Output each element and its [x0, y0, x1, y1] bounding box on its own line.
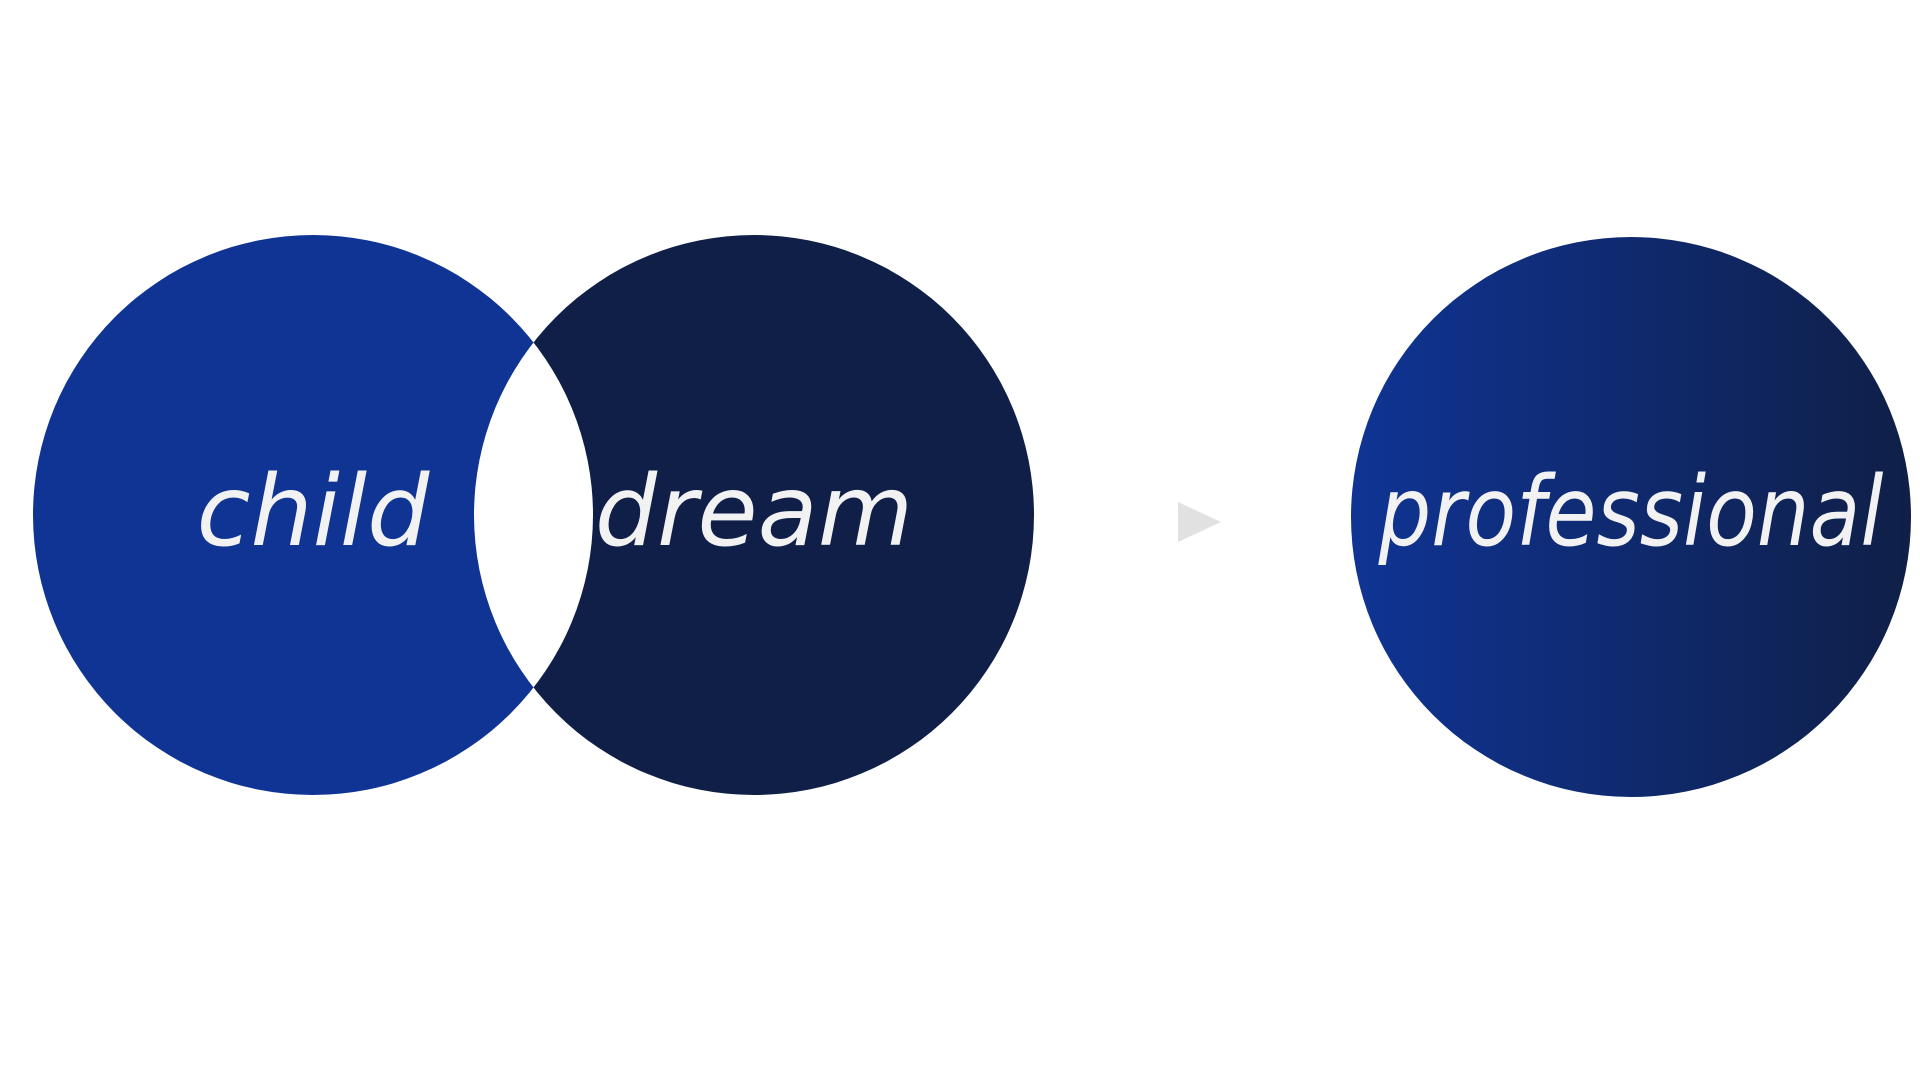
dream-circle [474, 235, 1034, 795]
professional-label: professional [1378, 456, 1884, 568]
professional-circle [1351, 237, 1911, 797]
child-circle [33, 235, 593, 795]
child-label: child [197, 455, 430, 569]
dream-label: dream [595, 455, 913, 569]
play-triangle-icon [1178, 502, 1221, 542]
